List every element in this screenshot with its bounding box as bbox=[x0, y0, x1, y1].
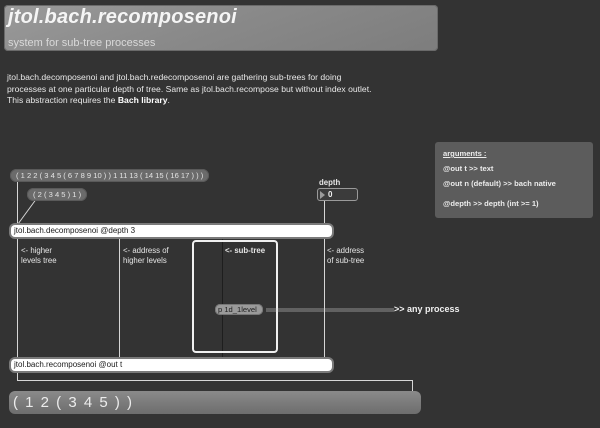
label-line: <- higher bbox=[21, 246, 52, 255]
argument-depth: @depth >> depth (int >= 1) bbox=[443, 199, 539, 208]
patch-cord-output bbox=[17, 380, 413, 381]
number-triangle-icon bbox=[320, 191, 325, 199]
description-line-3: This abstraction requires the Bach libra… bbox=[7, 95, 427, 107]
label-subtree: <- sub-tree bbox=[225, 246, 266, 255]
label-line: <- address bbox=[327, 246, 365, 255]
depth-label: depth bbox=[319, 178, 341, 187]
page-title: jtol.bach.recomposenoi bbox=[8, 6, 237, 28]
patch-cord-depth bbox=[324, 201, 325, 225]
any-process-label: >> any process bbox=[394, 304, 460, 314]
argument-out-n: @out n (default) >> bach native bbox=[443, 179, 556, 188]
depth-number-box[interactable]: 0 bbox=[317, 188, 358, 201]
subtree-frame bbox=[192, 240, 278, 353]
description-line-1: jtol.bach.decomposenoi and jtol.bach.red… bbox=[7, 72, 342, 82]
patch-cord-diagonal bbox=[17, 197, 38, 225]
description-period: . bbox=[167, 95, 170, 105]
decompose-object[interactable]: jtol.bach.decomposenoi @depth 3 bbox=[11, 225, 332, 237]
arguments-panel bbox=[435, 142, 593, 218]
label-line: higher levels bbox=[123, 255, 167, 265]
arguments-title: arguments : bbox=[443, 149, 487, 158]
message-input-tree-2[interactable]: ( 2 ( 3 4 5 ) 1 ) bbox=[27, 188, 88, 201]
patch-cord-output bbox=[412, 380, 413, 391]
patch-cord-output bbox=[17, 370, 18, 380]
depth-value: 0 bbox=[328, 190, 333, 199]
recompose-object[interactable]: jtol.bach.recomposenoi @out t bbox=[11, 359, 332, 371]
patch-cord bbox=[17, 180, 18, 224]
bach-library-link[interactable]: Bach library bbox=[117, 95, 168, 105]
label-higher-levels: <- higher levels tree bbox=[21, 246, 57, 265]
patch-cord-address-higher bbox=[119, 236, 120, 358]
subpatch-object[interactable]: p 1d_1level bbox=[215, 304, 263, 315]
message-input-tree[interactable]: ( 1 2 2 ( 3 4 5 ( 6 7 8 9 10 ) ) 1 11 13… bbox=[10, 169, 210, 182]
description-line-2: processes at one particular depth of tre… bbox=[7, 83, 372, 94]
label-line: levels tree bbox=[21, 255, 57, 265]
page-subtitle: system for sub-tree processes bbox=[8, 37, 156, 49]
result-message[interactable]: ( 1 2 ( 3 4 5 ) ) bbox=[9, 391, 421, 414]
description-text: This abstraction requires the bbox=[7, 95, 118, 105]
label-line: <- address of bbox=[123, 246, 169, 255]
header-panel bbox=[4, 5, 438, 51]
description: jtol.bach.decomposenoi and jtol.bach.red… bbox=[7, 72, 427, 107]
argument-out-t: @out t >> text bbox=[443, 164, 494, 173]
label-address-subtree: <- address of sub-tree bbox=[327, 246, 364, 265]
label-line: of sub-tree bbox=[327, 255, 365, 265]
patch-cord-address-subtree bbox=[324, 236, 325, 358]
patch-cord-subtree bbox=[222, 236, 223, 358]
dotted-line bbox=[266, 308, 394, 312]
patch-cord-higher-levels bbox=[17, 236, 18, 358]
label-address-higher: <- address of higher levels bbox=[123, 246, 169, 265]
